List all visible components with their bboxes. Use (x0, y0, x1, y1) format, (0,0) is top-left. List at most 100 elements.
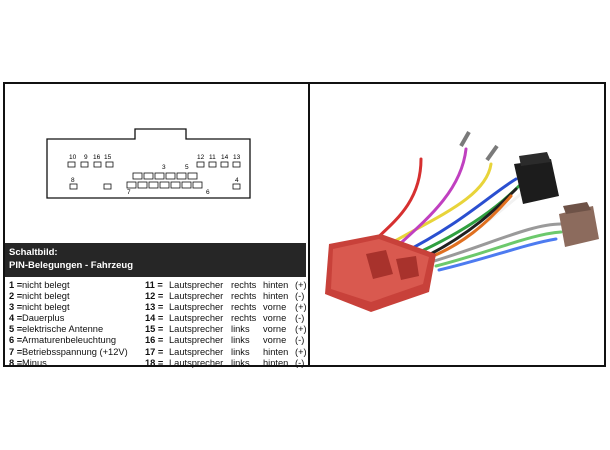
pin-position: hinten (263, 291, 289, 302)
pin-row: 1 = nicht belegt 11 = Lautsprecher recht… (5, 280, 307, 291)
pin-description: nicht belegt (22, 302, 70, 313)
pin-polarity: (-) (295, 313, 305, 324)
pin-slot (93, 161, 102, 168)
pin-label: 6 (206, 189, 210, 196)
pin-polarity: (-) (295, 357, 305, 368)
pin-group-top-left: 10 9 16 15 (67, 154, 114, 168)
pin-position: hinten (263, 280, 289, 290)
pin-description: Lautsprecher (169, 335, 224, 346)
pin-slot (159, 181, 170, 189)
pin-polarity: (+) (295, 346, 307, 357)
pin-position: hinten (263, 346, 289, 357)
pin-polarity: (+) (295, 324, 307, 335)
pin-group-center-lower (126, 181, 203, 189)
pin-number: 16 = (145, 335, 164, 346)
pin-group-bottom: 8 7 6 4 (69, 177, 241, 196)
pin-number: 17 = (145, 346, 164, 357)
pin-number: 3 = (9, 302, 23, 313)
pin-description: Minus (22, 357, 47, 368)
pin-slot (137, 181, 148, 189)
pin-number: 8 = (9, 357, 23, 368)
pin-number: 2 = (9, 291, 23, 302)
pin-label: 7 (127, 189, 131, 196)
pin-label: 12 (197, 154, 205, 161)
pin-number: 18 = (145, 357, 164, 368)
pin-description: nicht belegt (22, 280, 70, 290)
pin-side: rechts (231, 313, 257, 324)
pin-slot (80, 161, 89, 168)
pin-side: rechts (231, 291, 257, 302)
pin-description: Armaturenbeleuchtung (22, 335, 117, 346)
pin-label: 8 (71, 177, 75, 184)
header-title: Schaltbild: (9, 247, 58, 258)
pin-number: 4 = (9, 313, 23, 324)
pin-slot (67, 161, 76, 168)
pin-row: 5 = elektrische Antenne 15 = Lautspreche… (5, 324, 307, 335)
pin-label: 10 (69, 154, 77, 161)
connector-diagram: 10 9 16 15 12 11 14 13 3 5 (46, 128, 251, 199)
wire-terminals (459, 131, 499, 162)
pin-slot (126, 181, 137, 189)
pin-label: 5 (185, 164, 189, 171)
wiring-harness-image (325, 131, 599, 312)
pin-slot (176, 172, 187, 180)
pin-slot (232, 161, 241, 168)
pin-number: 12 = (145, 291, 164, 302)
pin-label: 11 (209, 154, 216, 161)
connector-outline (46, 128, 251, 199)
pin-polarity: (-) (295, 291, 305, 302)
pin-description: nicht belegt (22, 291, 70, 302)
pin-slot (192, 181, 203, 189)
pin-polarity: (-) (295, 335, 305, 346)
pin-table: 1 = nicht belegt 11 = Lautsprecher recht… (5, 280, 307, 369)
pin-description: Dauerplus (22, 313, 65, 324)
pin-slot (148, 181, 159, 189)
header-subtitle: PIN-Belegungen - Fahrzeug (9, 260, 134, 271)
pin-position: hinten (263, 357, 289, 368)
pin-description: Lautsprecher (169, 357, 224, 368)
pin-number: 13 = (145, 302, 164, 313)
pin-label: 3 (162, 164, 166, 171)
pin-polarity: (+) (295, 302, 307, 313)
pin-row: 7 = Betriebsspannung (+12V) 17 = Lautspr… (5, 346, 307, 358)
pin-slot (103, 183, 112, 190)
pin-slot (187, 172, 198, 180)
brown-iso-plug (559, 202, 599, 247)
pin-side: rechts (231, 280, 257, 290)
pin-slot (208, 161, 217, 168)
pin-slot (105, 161, 114, 168)
black-iso-plug (514, 152, 559, 204)
pin-description: Lautsprecher (169, 291, 224, 302)
pin-label: 16 (93, 154, 101, 161)
pin-side: links (231, 335, 250, 346)
pin-description: Lautsprecher (169, 313, 224, 324)
pin-position: vorne (263, 313, 287, 324)
pin-number: 5 = (9, 324, 23, 335)
pin-slot (232, 183, 241, 190)
pin-number: 7 = (9, 346, 23, 357)
pin-description: Lautsprecher (169, 280, 224, 290)
pin-number: 11 = (145, 280, 163, 290)
pin-position: vorne (263, 302, 287, 313)
pin-row: 8 = Minus 18 = Lautsprecher links hinten… (5, 358, 306, 369)
pin-description: Lautsprecher (169, 324, 224, 335)
red-vehicle-plug (325, 234, 436, 312)
pin-number: 1 = (9, 280, 23, 290)
panel-divider (308, 84, 310, 365)
pin-description: Lautsprecher (169, 346, 224, 357)
pin-row: 2 = nicht belegt 12 = Lautsprecher recht… (5, 291, 306, 302)
content-frame: 10 9 16 15 12 11 14 13 3 5 (3, 82, 606, 369)
pin-number: 6 = (9, 335, 23, 346)
pin-side: links (231, 346, 250, 357)
pin-slot (69, 183, 78, 190)
pin-slot (143, 172, 154, 180)
header-bar: Schaltbild: PIN-Belegungen - Fahrzeug (5, 243, 306, 277)
pin-position: vorne (263, 335, 287, 346)
pin-group-center-upper: 3 5 (132, 164, 198, 180)
pin-description: Betriebsspannung (+12V) (22, 346, 128, 357)
pin-side: links (231, 324, 250, 335)
pin-slot (154, 172, 165, 180)
pin-label: 9 (84, 154, 88, 161)
pin-row: 3 = nicht belegt 13 = Lautsprecher recht… (5, 302, 307, 313)
pin-label: 4 (235, 177, 239, 184)
